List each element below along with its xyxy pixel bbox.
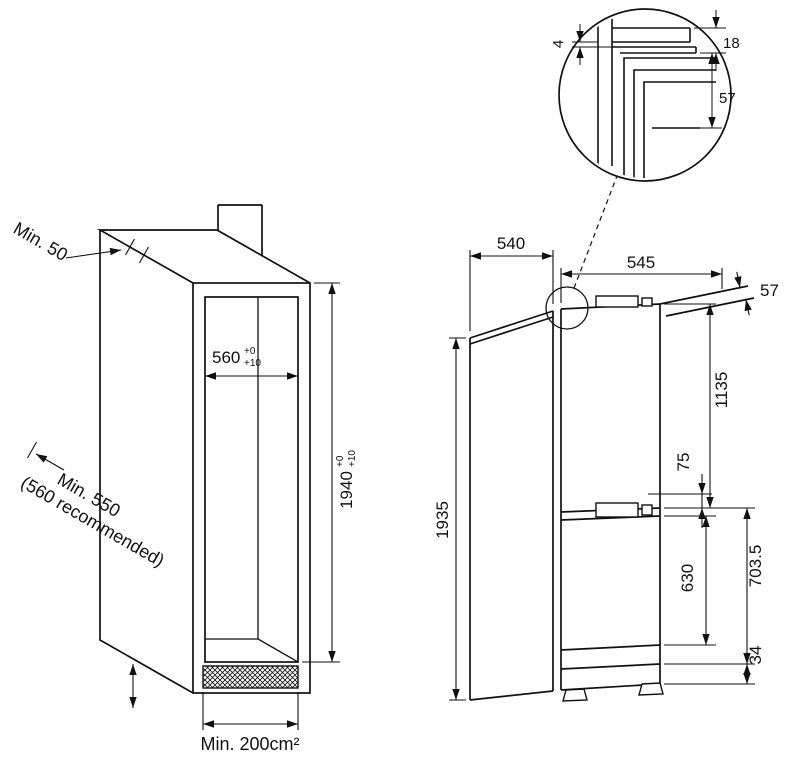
middle-hinge <box>595 502 639 518</box>
detail-marker-circle <box>545 286 589 330</box>
appliance-figure <box>469 175 755 702</box>
niche-height-tol-upper: +0 <box>335 455 346 467</box>
niche-front-face <box>192 282 311 694</box>
appliance-dimension-labels: 540 545 57 1935 1135 75 630 703.5 34 <box>433 234 779 664</box>
gap4-label: 4 <box>550 40 567 48</box>
hinges <box>595 295 653 518</box>
height1935-label: 1935 <box>433 501 452 539</box>
ventilation-grille <box>202 665 299 689</box>
appliance-top-plate <box>612 46 697 54</box>
top-clearance-arrow <box>65 247 122 259</box>
niche-interior <box>205 297 298 662</box>
overlap18-label: 18 <box>723 35 740 52</box>
depth-arrow <box>35 453 65 471</box>
door1135-label: 1135 <box>712 372 731 409</box>
adjustable-feet <box>562 682 664 702</box>
depth-tick <box>27 441 37 459</box>
detail-leader-line <box>573 175 618 289</box>
niche-height-label: 1940 <box>337 471 356 509</box>
thick57-arrow-top <box>734 271 742 288</box>
niche-top-recess <box>217 204 263 256</box>
top-clearance-ticks <box>125 238 149 264</box>
top-clearance-label: Min. 50 <box>10 218 71 265</box>
niche-width-label: 560 <box>212 348 240 367</box>
niche-opening <box>204 296 299 663</box>
detail-circle <box>558 8 732 182</box>
door-edge-perspective <box>659 285 755 317</box>
width545-label: 545 <box>627 253 655 272</box>
ventilation-label: Min. 200cm² <box>200 734 299 754</box>
appliance-bottom-edge <box>469 690 554 701</box>
top-hinge <box>595 295 639 308</box>
furniture-top-board <box>612 27 691 43</box>
detail-dimension-lines <box>572 10 726 129</box>
detail-section <box>597 12 716 178</box>
furniture-panel <box>597 12 613 178</box>
top-hinge-cap <box>641 297 653 307</box>
gap4-ext <box>572 41 612 48</box>
detail-dimension-labels: 4 18 57 <box>550 35 740 107</box>
niche-width-tol-upper: +0 <box>244 346 256 357</box>
door630-label: 630 <box>678 564 697 592</box>
niche-dimension-lines <box>27 238 340 730</box>
appliance-doors <box>560 303 661 691</box>
niche-height-tol-lower: +10 <box>347 450 358 467</box>
door-section-profile <box>623 57 716 178</box>
thick57-label: 57 <box>760 281 779 300</box>
lower7035-label: 703.5 <box>746 545 765 588</box>
thick57d-label: 57 <box>719 90 736 107</box>
niche-width-tol-lower: +10 <box>244 358 261 369</box>
depth540-ext <box>469 250 554 331</box>
appliance-front-edges <box>552 309 562 691</box>
thick57-arrow-bottom <box>744 299 752 316</box>
depth540-label: 540 <box>497 234 525 253</box>
middle-hinge-cap <box>641 504 653 516</box>
appliance-top-face <box>469 310 554 345</box>
hinge75-label: 75 <box>674 453 693 472</box>
niche-figure <box>96 204 311 694</box>
niche-height-ext <box>302 282 340 663</box>
niche-left-face <box>99 230 194 694</box>
overlap18-ext <box>694 27 726 54</box>
appliance-dimension-lines <box>449 250 755 701</box>
detail-view <box>558 8 732 182</box>
niche-top-face <box>96 229 311 284</box>
base34-label: 34 <box>746 646 765 665</box>
niche-dimension-labels: 560 +0 +10 1940 +0 +10 Min. 50 Min. 550 … <box>10 218 358 754</box>
